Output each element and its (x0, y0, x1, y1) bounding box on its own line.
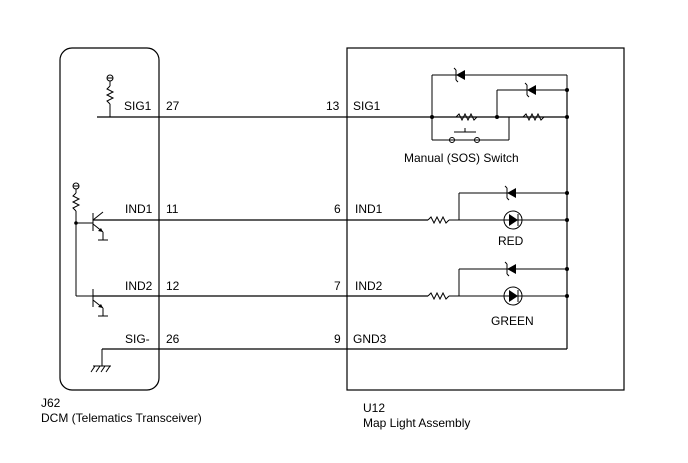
right-pin-sig1: 13 (326, 99, 340, 113)
ind-pullup-resistor (71, 182, 93, 297)
right-label-sig1: SIG1 (353, 99, 381, 113)
red-led-label: RED (498, 234, 524, 248)
green-led-circuit (427, 261, 567, 306)
left-connector-code: J62 (41, 396, 61, 410)
right-connector-code: U12 (363, 401, 385, 415)
right-component-name: Map Light Assembly (363, 416, 470, 430)
right-pin-gnd3: 9 (334, 332, 341, 346)
zener-diode (524, 82, 536, 98)
zener-diode (453, 67, 465, 83)
left-component-name: DCM (Telematics Transceiver) (41, 411, 202, 425)
left-label-sig-minus: SIG- (125, 332, 150, 346)
ind1-transistor (92, 211, 108, 241)
sos-switch (449, 128, 480, 143)
right-label-gnd3: GND3 (353, 332, 387, 346)
right-label-ind2: IND2 (355, 279, 383, 293)
dcm-box (59, 47, 160, 391)
left-label-ind1: IND1 (125, 202, 153, 216)
switch-label: Manual (SOS) Switch (404, 151, 519, 165)
left-label-ind2: IND2 (125, 279, 153, 293)
right-label-ind1: IND1 (355, 202, 383, 216)
map-light-box (346, 47, 625, 391)
right-pin-ind1: 6 (334, 202, 341, 216)
left-pin-ind1: 11 (166, 202, 179, 216)
left-pin-ind2: 12 (166, 279, 180, 293)
green-led-label: GREEN (491, 314, 534, 328)
red-led-circuit (427, 185, 567, 230)
sig1-pullup-resistor (105, 74, 115, 117)
left-pin-sig-minus: 26 (166, 332, 180, 346)
left-pin-sig1: 27 (166, 99, 180, 113)
left-label-sig1: SIG1 (124, 99, 152, 113)
ind2-transistor (92, 289, 108, 317)
junction-dots (74, 88, 569, 298)
right-pin-ind2: 7 (334, 279, 341, 293)
sos-switch-circuit (431, 74, 568, 141)
ground-symbol (90, 349, 111, 373)
